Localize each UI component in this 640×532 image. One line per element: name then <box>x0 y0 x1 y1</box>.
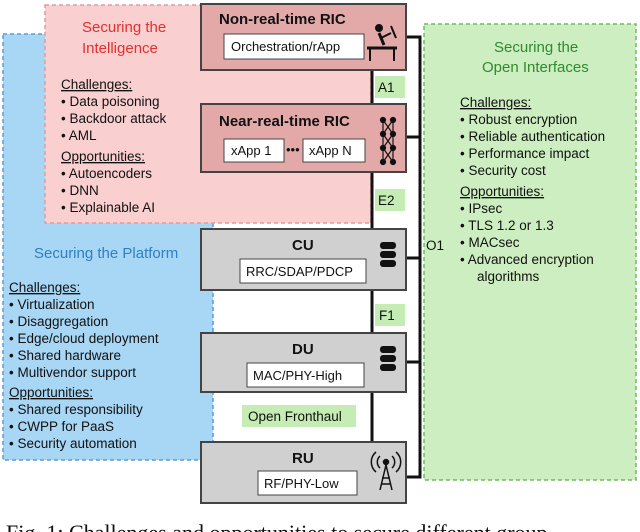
neural-network-icon <box>379 116 397 166</box>
interfaces-opportunity-2: • TLS 1.2 or 1.3 <box>460 218 554 233</box>
interfaces-opportunities-label: Opportunities: <box>460 184 544 199</box>
interfaces-opportunity-4-cont: algorithms <box>477 269 540 284</box>
connectors <box>370 35 422 479</box>
interfaces-challenge-3: • Performance impact <box>460 146 590 161</box>
antenna-tower-icon <box>370 451 402 491</box>
intelligence-opportunities-label: Opportunities: <box>61 149 145 164</box>
interfaces-title-2: Open Interfaces <box>482 59 589 76</box>
server-icon <box>380 242 396 267</box>
platform-challenge-2: • Disaggregation <box>9 314 108 329</box>
interfaces-title-1: Securing the <box>494 39 578 56</box>
platform-opportunity-3: • Security automation <box>9 436 137 451</box>
interfaces-region <box>423 23 637 481</box>
a1-label-bg <box>375 76 405 98</box>
platform-challenges-label: Challenges: <box>9 280 80 295</box>
platform-challenge-5: • Multivendor support <box>9 365 136 380</box>
intelligence-title-1: Securing the <box>82 19 166 36</box>
a1-label: A1 <box>378 80 395 95</box>
fronthaul-label: Open Fronthaul <box>248 409 342 424</box>
server-icon <box>380 346 396 371</box>
fronthaul-label-bg <box>242 405 356 427</box>
near-rt-ric-title: Near-real-time RIC <box>219 113 350 130</box>
e2-label: E2 <box>378 193 395 208</box>
intelligence-challenge-1: • Data poisoning <box>61 94 160 109</box>
intelligence-opportunity-1: • Autoencoders <box>61 166 152 181</box>
cu-title: CU <box>292 237 314 254</box>
non-rt-ric-title: Non-real-time RIC <box>219 11 346 28</box>
du-inner-box <box>246 362 365 388</box>
interfaces-opportunity-1: • IPsec <box>460 201 502 216</box>
f1-label-bg <box>375 304 405 326</box>
interfaces-opportunity-4: • Advanced encryption <box>460 252 594 267</box>
cu-inner-label: RRC/SDAP/PDCP <box>246 264 353 279</box>
ru-title: RU <box>292 450 314 467</box>
interfaces-challenge-4: • Security cost <box>460 163 546 178</box>
cu-inner-box <box>239 258 367 284</box>
interfaces-challenges-label: Challenges: <box>460 95 531 110</box>
du-inner-label: MAC/PHY-High <box>253 368 342 383</box>
non-rt-ric-inner-label: Orchestration/rApp <box>231 39 340 54</box>
f1-label: F1 <box>379 308 395 323</box>
platform-opportunity-1: • Shared responsibility <box>9 402 143 417</box>
platform-title: Securing the Platform <box>34 245 178 262</box>
intelligence-opportunity-3: • Explainable AI <box>61 200 155 215</box>
xapp-n-box <box>302 138 366 163</box>
platform-challenge-4: • Shared hardware <box>9 348 121 363</box>
intelligence-challenge-2: • Backdoor attack <box>61 111 167 126</box>
platform-challenge-1: • Virtualization <box>9 297 95 312</box>
intelligence-challenges-label: Challenges: <box>61 77 132 92</box>
xapp-1-label: xApp 1 <box>231 143 271 158</box>
platform-opportunity-2: • CWPP for PaaS <box>9 419 114 434</box>
o1-label: O1 <box>426 238 444 253</box>
user-at-desk-icon <box>367 24 397 61</box>
platform-opportunities-label: Opportunities: <box>9 385 93 400</box>
e2-label-bg <box>375 189 405 211</box>
xapp-dots: ••• <box>286 142 300 157</box>
non-rt-ric-inner-box <box>223 33 365 60</box>
interfaces-challenge-2: • Reliable authentication <box>460 129 605 144</box>
du-title: DU <box>292 341 314 358</box>
figure-caption: Fig. 1: Challenges and opportunities to … <box>6 520 548 532</box>
interfaces-challenge-1: • Robust encryption <box>460 112 577 127</box>
xapp-n-label: xApp N <box>309 143 352 158</box>
intelligence-challenge-3: • AML <box>61 128 97 143</box>
xapp-1-box <box>223 138 285 163</box>
ru-inner-label: RF/PHY-Low <box>264 476 339 491</box>
ru-inner-box <box>257 470 358 496</box>
interfaces-opportunity-3: • MACsec <box>460 235 520 250</box>
platform-challenge-3: • Edge/cloud deployment <box>9 331 159 346</box>
intelligence-opportunity-2: • DNN <box>61 183 99 198</box>
intelligence-title-2: Intelligence <box>82 40 158 57</box>
